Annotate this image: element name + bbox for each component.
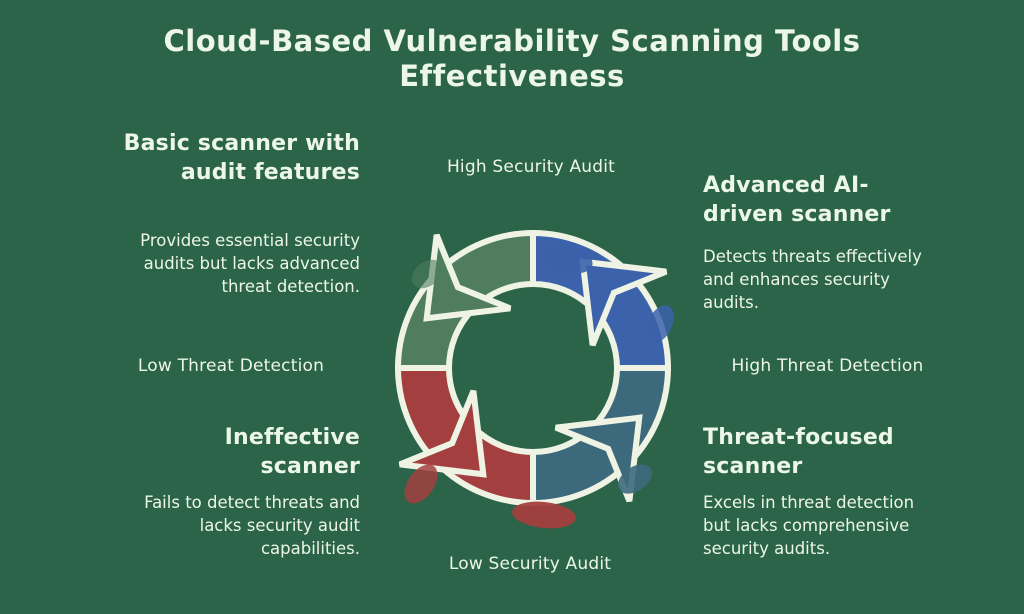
paint-bleed-blue-right xyxy=(646,305,674,343)
paint-bleed-blue-top xyxy=(537,244,593,274)
cycle-arrowhead-top-right xyxy=(579,258,668,347)
page-title: Cloud-Based Vulnerability Scanning Tools… xyxy=(163,24,861,93)
section-body-ineffective-scanner: Fails to detect threats and lacks securi… xyxy=(144,493,360,558)
section-body-basic-scanner: Provides essential security audits but l… xyxy=(140,231,360,296)
section-heading-ineffective-scanner: Ineffective scanner xyxy=(224,425,360,480)
section-heading-threat-focused-scanner: Threat-focused scanner xyxy=(703,425,894,480)
paint-bleed-green-top-left xyxy=(411,259,443,289)
section-body-advanced-ai-scanner: Detects threats effectively and enhances… xyxy=(703,247,922,312)
axis-label-low-threat-detection: Low Threat Detection xyxy=(137,356,325,376)
paint-bleed-teal-bottom-right xyxy=(617,464,653,494)
paint-bleed-red-left xyxy=(404,464,438,504)
axis-label-high-threat-detection: High Threat Detection xyxy=(731,356,924,376)
section-heading-basic-scanner: Basic scanner with audit features xyxy=(123,131,360,186)
section-heading-advanced-ai-scanner: Advanced AI-driven scanner xyxy=(703,173,891,228)
axis-label-low-security-audit: Low Security Audit xyxy=(448,554,612,574)
paint-bleed-red-bottom xyxy=(512,501,576,529)
axis-label-high-security-audit: High Security Audit xyxy=(446,157,616,177)
section-body-threat-focused-scanner: Excels in threat detection but lacks com… xyxy=(703,493,915,558)
cycle-diagram xyxy=(394,229,674,529)
